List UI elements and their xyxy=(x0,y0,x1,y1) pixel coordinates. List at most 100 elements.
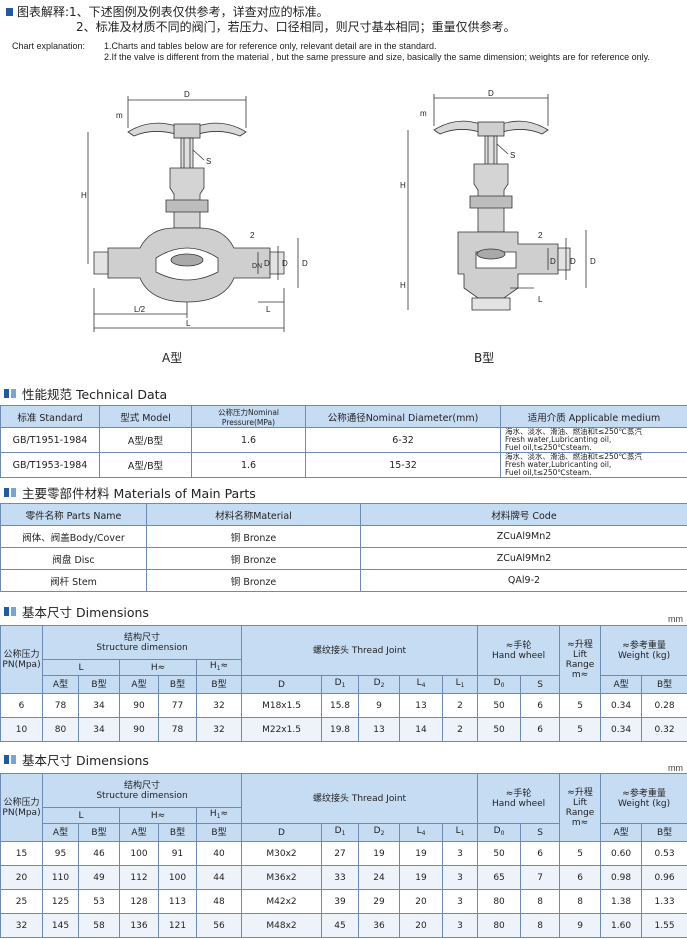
table-cell: 24 xyxy=(358,865,401,890)
table-cell: M42x2 xyxy=(241,889,323,914)
unit-label: mm xyxy=(668,614,683,624)
dim-m: m xyxy=(116,111,123,120)
table-cell: 39 xyxy=(321,889,360,914)
header-standard: 标准 Standard xyxy=(0,405,100,428)
table-row: 阀盘 Disc 铜 Bronze ZCuAl9Mn2 xyxy=(0,547,687,570)
table-cell: 136 xyxy=(119,913,159,938)
table-cell: 3 xyxy=(442,865,479,890)
table-cell: 14 xyxy=(399,717,444,742)
explanation-1: 1.Charts and tables below are for refere… xyxy=(104,41,437,51)
table-cell: 95 xyxy=(42,841,79,866)
note-cn-2: 2、标准及材质不同的阀门，若压力、口径相同，则尺寸基本相同；重量仅供参考。 xyxy=(76,20,516,34)
valve-drawing-a: D m S H 2 DN D D D L L/2 L xyxy=(80,88,320,336)
table-cell: 5 xyxy=(559,841,602,866)
table-cell: 100 xyxy=(158,865,197,890)
table-cell: 20 xyxy=(399,913,444,938)
header-pn: 公称压力PN(Mpa) xyxy=(0,773,43,842)
header-part: 零件名称 Parts Name xyxy=(0,503,147,526)
table-cell: 20 xyxy=(399,889,444,914)
table-cell: 9 xyxy=(559,913,602,938)
table-cell: 50 xyxy=(477,841,522,866)
table-cell: 53 xyxy=(78,889,120,914)
table-cell: 33 xyxy=(321,865,360,890)
table-row: GB/T1953-1984 A型/B型 1.6 15-32 海水、淡水、滑油、燃… xyxy=(0,452,687,478)
table-cell: 100 xyxy=(119,841,159,866)
table-cell: 3 xyxy=(442,889,479,914)
dim-b-d2: D xyxy=(550,257,556,266)
dim-dn: DN xyxy=(252,263,262,270)
table-cell: 110 xyxy=(42,865,79,890)
table-cell: 0.98 xyxy=(600,865,643,890)
square-icon xyxy=(4,389,9,398)
table-cell: 44 xyxy=(195,865,243,890)
table-cell: 6 xyxy=(520,693,561,718)
table-cell: 7 xyxy=(520,865,561,890)
table-cell: 1.55 xyxy=(641,913,687,938)
header-thread: 螺纹接头 Thread Joint xyxy=(241,773,479,824)
dim-b-m: m xyxy=(420,109,427,118)
table-cell: 19 xyxy=(399,865,444,890)
table-cell: 80 xyxy=(42,717,79,742)
table-cell: 2 xyxy=(442,717,479,742)
table-cell: 121 xyxy=(158,913,197,938)
table-cell: 6 xyxy=(520,717,561,742)
table-cell: 32 xyxy=(195,717,243,742)
table-cell: M36x2 xyxy=(241,865,323,890)
header-diameter: 公称通径Nominal Diameter(mm) xyxy=(305,405,501,428)
table-cell: 77 xyxy=(158,693,197,718)
header-material: 材料名称Material xyxy=(146,503,361,526)
table-cell: 13 xyxy=(358,717,401,742)
table-cell: 1.38 xyxy=(600,889,643,914)
table-cell: 0.60 xyxy=(600,841,643,866)
table-header-row: 零件名称 Parts Name 材料名称Material 材料牌号 Code xyxy=(0,503,687,526)
table-cell: 10 xyxy=(0,717,43,742)
table-cell: 20 xyxy=(0,865,43,890)
table-cell: 2 xyxy=(442,693,479,718)
table-cell: 8 xyxy=(559,889,602,914)
square-icon xyxy=(4,755,9,764)
header-model: 型式 Model xyxy=(99,405,192,428)
header-pn: 公称压力PN(Mpa) xyxy=(0,625,43,694)
valve-drawing-b: D m S H H 2 D D D L xyxy=(398,88,618,328)
dim-2: 2 xyxy=(250,231,255,240)
valve-a-svg: D m S H 2 DN D D D L L/2 L xyxy=(81,90,308,332)
table-row: 阀杆 Stem 铜 Bronze QAl9-2 xyxy=(0,569,687,592)
dim-d1: D xyxy=(282,259,288,268)
caption-type-a: A型 xyxy=(162,351,183,365)
table-cell: 15 xyxy=(0,841,43,866)
table-cell: 36 xyxy=(358,913,401,938)
explanation-label: Chart explanation: xyxy=(12,41,86,51)
dim-d0: D xyxy=(184,90,190,99)
dim-l1: L xyxy=(266,305,271,314)
table-cell: 90 xyxy=(119,717,159,742)
table-cell: 6 xyxy=(559,865,602,890)
table-cell: 8 xyxy=(520,889,561,914)
materials-table: 零件名称 Parts Name 材料名称Material 材料牌号 Code 阀… xyxy=(0,503,687,592)
table-cell: 0.32 xyxy=(641,717,687,742)
dim-h: H xyxy=(81,191,87,200)
table-cell: 0.28 xyxy=(641,693,687,718)
table-cell: 113 xyxy=(158,889,197,914)
section-title-materials: 主要零部件材料 Materials of Main Parts xyxy=(4,483,256,502)
bullet-icon xyxy=(6,8,13,16)
section-title-dimensions-1: 基本尺寸 Dimensions xyxy=(4,602,149,621)
table-cell: 78 xyxy=(158,717,197,742)
table-cell: 19 xyxy=(358,841,401,866)
header-thread: 螺纹接头 Thread Joint xyxy=(241,625,479,676)
table-cell: 65 xyxy=(477,865,522,890)
table-cell: M22x1.5 xyxy=(241,717,323,742)
dim-b-d1: D xyxy=(570,257,576,266)
table-cell: 8 xyxy=(520,913,561,938)
table-cell: 45 xyxy=(321,913,360,938)
dim-b-h: H xyxy=(400,181,406,190)
table-cell: 3 xyxy=(442,913,479,938)
table-cell: 15.8 xyxy=(321,693,360,718)
